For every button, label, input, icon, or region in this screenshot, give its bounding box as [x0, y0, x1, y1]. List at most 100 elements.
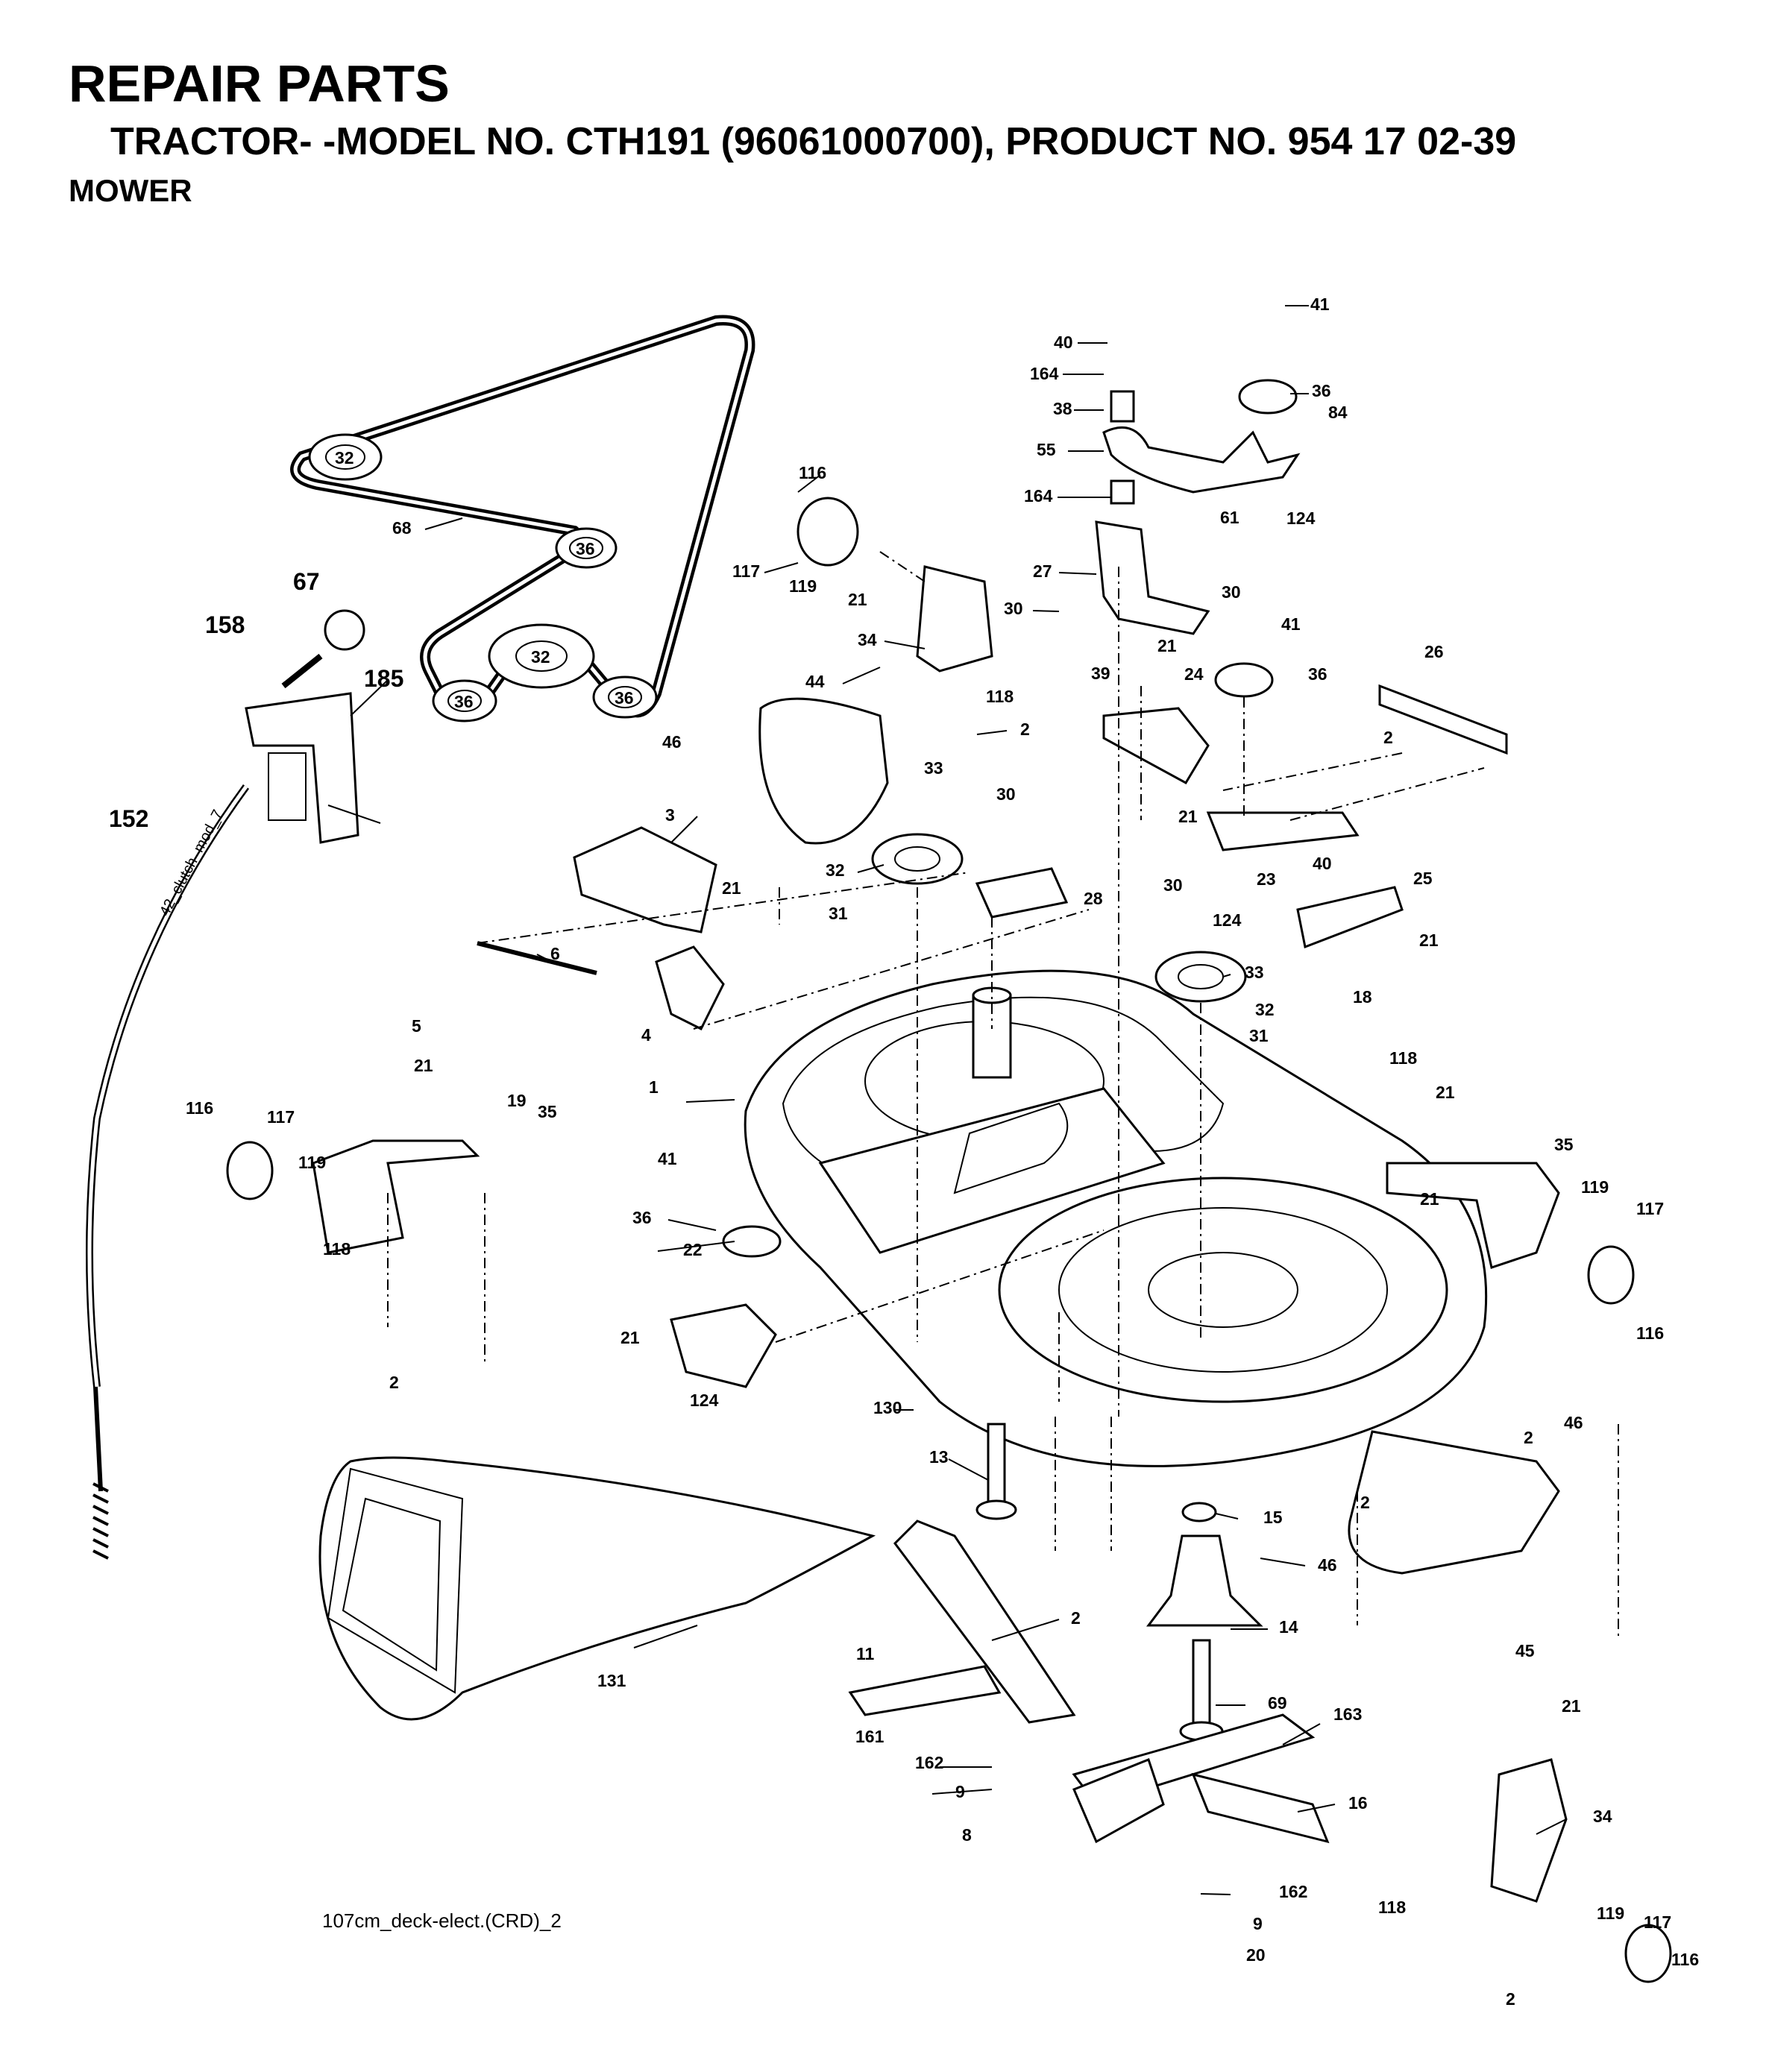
callout: 55	[1037, 440, 1056, 459]
callout: 2	[1071, 1608, 1081, 1628]
callout: 32	[1255, 1000, 1275, 1019]
callout: 25	[1413, 869, 1433, 888]
callout: 21	[620, 1328, 640, 1347]
callout: 34	[858, 630, 877, 649]
callout: 116	[186, 1098, 213, 1118]
callout: 40	[1313, 854, 1332, 873]
callout: 21	[1562, 1696, 1581, 1716]
callout: 14	[1279, 1617, 1298, 1637]
callout: 32	[826, 860, 845, 880]
belt-pulley-label: 32	[335, 448, 354, 467]
callout: 118	[1378, 1898, 1406, 1917]
callout: 162	[1279, 1882, 1307, 1901]
callout: 116	[1671, 1950, 1699, 1969]
callout: 116	[1636, 1323, 1664, 1343]
belt-pulley-label: 36	[615, 688, 634, 708]
callout: 20	[1246, 1945, 1266, 1965]
callout: 26	[1424, 642, 1444, 661]
callout: 45	[1515, 1641, 1535, 1660]
callout: 2	[1383, 728, 1393, 747]
mower-deck	[744, 969, 1488, 1467]
callout: 164	[1030, 364, 1059, 383]
callout: 68	[392, 518, 412, 538]
callout: 21	[1178, 807, 1198, 826]
belt-pulley-label: 36	[576, 539, 595, 558]
callout: 24	[1184, 664, 1204, 684]
callout: 36	[1312, 381, 1331, 400]
callout: 40	[1054, 333, 1073, 352]
callout: 158	[205, 611, 245, 638]
callout: 2	[1360, 1493, 1370, 1512]
callout: 36	[1308, 664, 1327, 684]
cable-label: 42_clutch_mod_7	[157, 807, 227, 919]
callout: 152	[109, 805, 148, 832]
callout: 5	[412, 1016, 421, 1036]
callout: 35	[1554, 1135, 1574, 1154]
callout: 118	[1389, 1048, 1417, 1068]
callout: 84	[1328, 403, 1348, 422]
callout: 119	[1581, 1177, 1609, 1197]
callout: 35	[538, 1102, 557, 1121]
belt-pulley-label: 32	[531, 647, 550, 667]
callout: 18	[1353, 987, 1372, 1007]
callout: 36	[632, 1208, 652, 1227]
callout: 162	[915, 1753, 943, 1772]
callout: 161	[855, 1727, 884, 1746]
callout: 124	[690, 1391, 719, 1410]
callout: 117	[1644, 1912, 1671, 1932]
callout: 41	[1310, 295, 1330, 314]
callout: 124	[1213, 910, 1242, 930]
callout: 6	[550, 944, 560, 963]
clutch-cable: 42_clutch_mod_7	[86, 784, 250, 1560]
callout: 116	[799, 463, 826, 482]
clutch-bracket	[245, 653, 359, 844]
callout: 28	[1084, 889, 1103, 908]
callout: 4	[641, 1025, 651, 1045]
callout: 41	[1281, 614, 1301, 634]
callout: 21	[414, 1056, 433, 1075]
callout: 15	[1263, 1508, 1283, 1527]
callout: 13	[929, 1447, 949, 1467]
callout: 21	[848, 590, 867, 609]
callout: 21	[1420, 1189, 1439, 1209]
callout: 2	[1506, 1989, 1515, 2009]
callout: 33	[1245, 963, 1264, 982]
callout: 119	[1597, 1903, 1624, 1923]
callout: 117	[1636, 1199, 1664, 1218]
file-label: 107cm_deck-elect.(CRD)_2	[322, 1909, 562, 1932]
callout: 119	[298, 1153, 326, 1172]
callout: 21	[1419, 930, 1439, 950]
callout: 30	[1222, 582, 1241, 602]
callout: 46	[1564, 1413, 1583, 1432]
callout: 3	[665, 805, 675, 825]
callout: 21	[1157, 636, 1177, 655]
callout: 31	[1249, 1026, 1269, 1045]
callout: 1	[649, 1077, 659, 1097]
callout: 16	[1348, 1793, 1368, 1813]
callout: 163	[1333, 1704, 1362, 1724]
callout: 8	[962, 1825, 972, 1845]
callout: 130	[873, 1398, 902, 1417]
callout: 31	[829, 904, 848, 923]
page-title: REPAIR PARTS	[69, 54, 450, 113]
upper-brackets	[477, 379, 1508, 1031]
callout: 38	[1053, 399, 1072, 418]
callout: 119	[789, 576, 817, 596]
callout-labels: 40 41 164 36 38 84 55 116 164 124 68 61 …	[109, 295, 1699, 2009]
spindle-and-blades	[848, 1423, 1330, 1844]
callout: 39	[1091, 664, 1110, 683]
callout: 2	[1020, 719, 1030, 739]
callout: 30	[1004, 599, 1023, 618]
callout: 34	[1593, 1807, 1612, 1826]
callout: 2	[389, 1373, 399, 1392]
callout: 30	[996, 784, 1016, 804]
callout: 11	[856, 1644, 875, 1663]
page-subtitle: TRACTOR- -MODEL NO. CTH191 (96061000700)…	[110, 120, 1517, 163]
callout: 69	[1268, 1693, 1287, 1713]
belt-pulleys: 32 36 32 36 36	[308, 433, 658, 722]
callout: 9	[1253, 1914, 1263, 1933]
callout: 46	[662, 732, 682, 752]
callout: 124	[1286, 508, 1316, 528]
assembly-lines	[387, 551, 1619, 1640]
